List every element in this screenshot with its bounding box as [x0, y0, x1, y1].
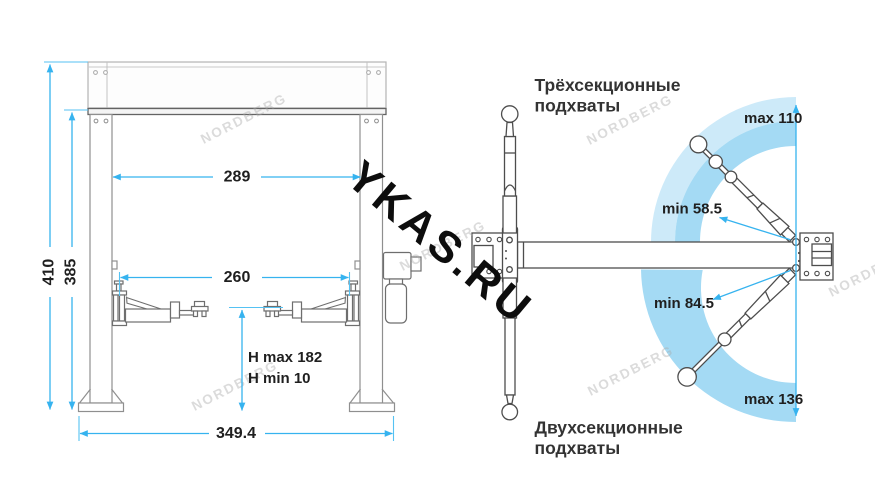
right-carriage-arm: [263, 280, 361, 327]
left-base-plate: [77, 388, 125, 413]
dim-label-max-top: max 110: [744, 110, 802, 127]
crossbar-track: [87, 107, 387, 116]
title-two-section-line2: подхваты: [535, 438, 621, 458]
right-post-latch: [354, 260, 361, 270]
dim-line-min-bottom: [712, 269, 791, 301]
section-titles: Трёхсекционные подхваты Двухсекционные п…: [535, 75, 684, 458]
floor-beam: [516, 241, 801, 269]
front-view: [77, 61, 422, 413]
plan-arm-up: [500, 105, 519, 234]
title-three-section-line1: Трёхсекционные: [535, 75, 681, 95]
plan-view: [471, 105, 834, 421]
plan-right-post: [797, 232, 834, 281]
plan-left-bolts: [475, 236, 503, 275]
dim-label-min-bottom: min 84.5: [654, 295, 714, 312]
motor-unit: [382, 251, 422, 324]
crossbar-bolt-holes: [93, 70, 381, 75]
post-bolt-holes: [93, 118, 379, 124]
right-base-plate: [348, 388, 396, 413]
top-crossbar: [87, 61, 387, 109]
dim-label-hmin: H min 10: [248, 370, 311, 387]
plan-right-bolts: [803, 236, 831, 277]
dim-line-min-top: [719, 216, 791, 241]
plan-left-post: [471, 226, 519, 284]
left-post: [89, 113, 113, 404]
motor-connector: [410, 256, 422, 272]
title-two-section-line1: Двухсекционные: [535, 418, 684, 438]
left-post-latch: [111, 260, 118, 270]
dim-label-349: 349.4: [216, 425, 256, 442]
dim-label-260: 260: [224, 269, 251, 286]
dim-label-385: 385: [63, 259, 80, 286]
title-three-section-line2: подхваты: [535, 96, 621, 116]
brand-watermark: NORDBERG: [585, 342, 676, 398]
three-section-arm: [689, 135, 797, 243]
plan-arm-down: [501, 277, 519, 421]
front-view-dimensions: 410 385 289 260 H max 182 H min 10 349.4: [41, 61, 395, 442]
dim-label-289: 289: [224, 169, 251, 186]
plan-view-dimensions: max 110 min 58.5 min 84.5 max 136: [654, 104, 803, 417]
dim-label-min-top: min 58.5: [662, 201, 722, 218]
dim-label-hmax: H max 182: [248, 349, 322, 366]
two-section-arm: [677, 267, 797, 387]
dim-label-410: 410: [41, 259, 58, 286]
left-carriage-arm: [111, 280, 209, 327]
dim-label-max-bottom: max 136: [744, 391, 803, 408]
oil-tank: [384, 283, 408, 324]
